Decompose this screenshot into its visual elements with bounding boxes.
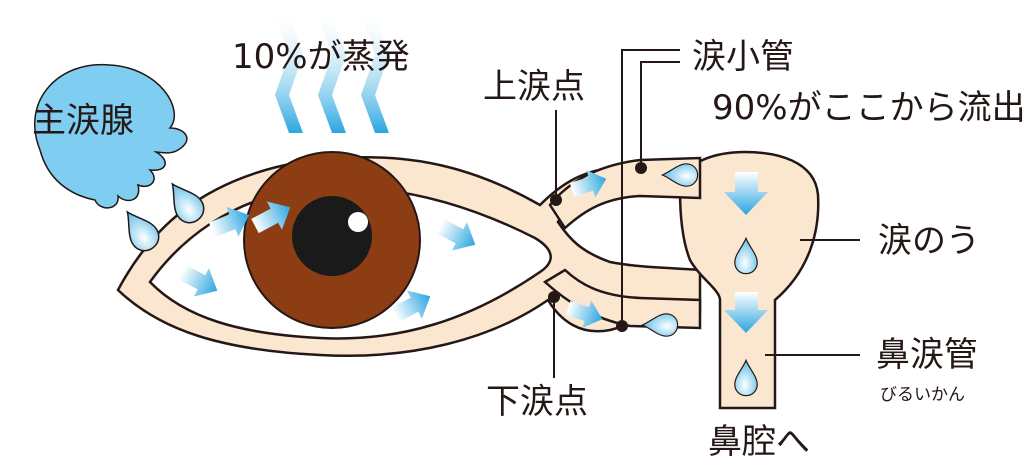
lower-punctum-label: 下涙点	[486, 382, 588, 422]
duct-flow	[724, 172, 768, 397]
lacrimal-sac-label: 涙のう	[878, 221, 980, 261]
upper-punctum-dot	[550, 194, 562, 206]
pupil-highlight	[348, 212, 368, 232]
main-gland-label: 主涙腺	[32, 101, 134, 141]
lower-punctum-dot	[548, 291, 560, 303]
upper-canaliculus-dot	[635, 162, 647, 174]
duct-reading-label: びるいかん	[880, 385, 965, 405]
upper-punctum-label: 上涙点	[483, 67, 585, 107]
lacrimal-sac-shape	[678, 150, 820, 410]
evaporation-arrows	[275, 15, 389, 133]
leader-lines	[553, 49, 860, 378]
lower-canaliculus-dot	[616, 320, 628, 332]
outflow-label: 90%がここから流出	[712, 88, 1024, 128]
nasolacrimal-duct-label: 鼻涙管	[876, 335, 978, 375]
pupil	[292, 196, 372, 276]
main-gland-shape	[34, 63, 188, 209]
nasal-cavity-label: 鼻腔へ	[708, 422, 810, 462]
evaporation-label: 10%が蒸発	[232, 37, 410, 77]
canaliculus-label: 涙小管	[692, 37, 794, 77]
